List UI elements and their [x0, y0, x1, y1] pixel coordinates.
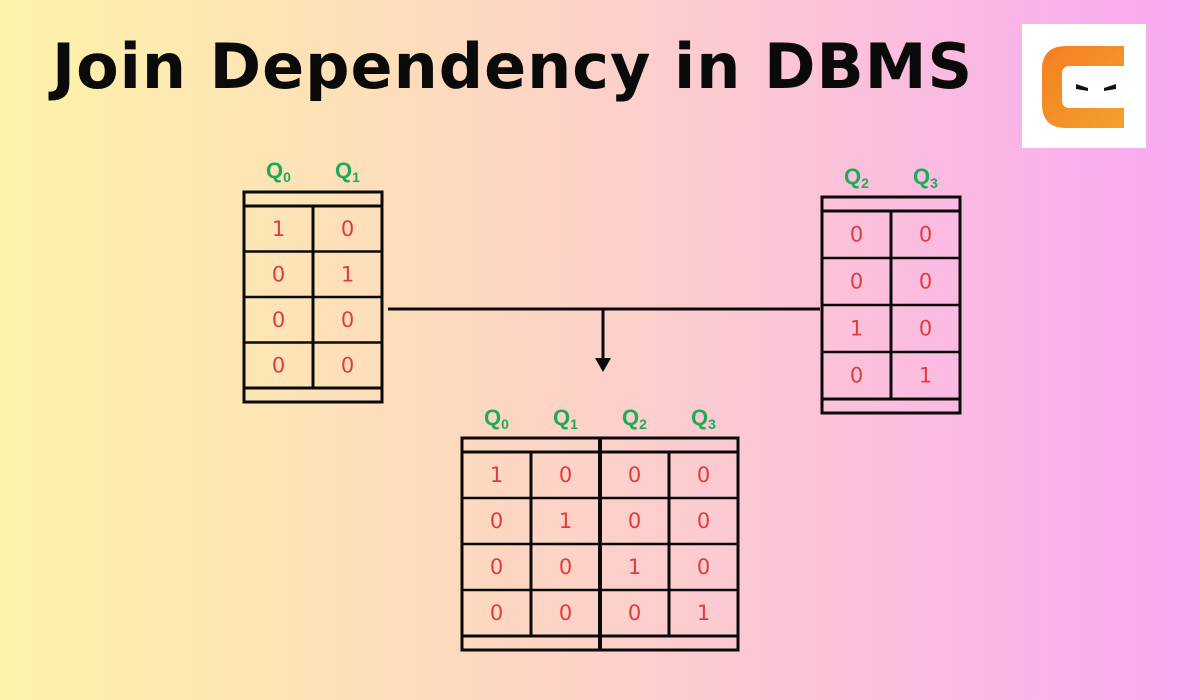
column-header: Q0 — [484, 405, 509, 432]
cell-value: 0 — [919, 317, 932, 341]
cell-value: 1 — [919, 364, 932, 388]
cell-value: 1 — [272, 217, 285, 241]
cell-value: 1 — [628, 555, 641, 579]
join-connector — [388, 307, 820, 372]
cell-value: 0 — [628, 509, 641, 533]
table-joined: Q0 Q1 Q2 Q3 1 0 0 0 0 1 0 0 0 0 1 0 0 0 0 1 — [460, 405, 740, 652]
cell-value: 0 — [341, 308, 354, 332]
table-left: Q0 Q1 1 0 0 1 0 0 0 0 — [242, 158, 384, 404]
cell-value: 1 — [490, 463, 503, 487]
table-right: Q2 Q3 0 0 0 0 1 0 0 1 — [820, 164, 962, 415]
cell-value: 0 — [341, 353, 354, 377]
column-header: Q0 — [266, 158, 291, 185]
cell-value: 0 — [697, 555, 710, 579]
cell-value: 1 — [559, 509, 572, 533]
cell-value: 0 — [850, 270, 863, 294]
logo — [1022, 24, 1146, 148]
cell-value: 1 — [697, 601, 710, 625]
cell-value: 0 — [272, 353, 285, 377]
cell-value: 0 — [697, 463, 710, 487]
cell-value: 0 — [628, 463, 641, 487]
column-header: Q1 — [553, 405, 578, 432]
cell-value: 0 — [272, 262, 285, 286]
cell-value: 0 — [628, 601, 641, 625]
cell-value: 0 — [559, 463, 572, 487]
cell-value: 0 — [919, 223, 932, 247]
column-header: Q3 — [691, 405, 716, 432]
cell-value: 1 — [341, 262, 354, 286]
column-header: Q2 — [844, 164, 869, 191]
cell-value: 0 — [490, 601, 503, 625]
column-header: Q2 — [622, 405, 647, 432]
cell-value: 1 — [850, 317, 863, 341]
cell-value: 0 — [490, 509, 503, 533]
page-title: Join Dependency in DBMS — [52, 30, 974, 103]
cell-value: 0 — [490, 555, 503, 579]
cell-value: 0 — [697, 509, 710, 533]
column-header: Q1 — [335, 158, 360, 185]
cell-value: 0 — [341, 217, 354, 241]
cell-value: 0 — [559, 555, 572, 579]
cell-value: 0 — [559, 601, 572, 625]
cell-value: 0 — [272, 308, 285, 332]
column-header: Q3 — [913, 164, 938, 191]
cell-value: 0 — [850, 223, 863, 247]
arrow-down-icon — [595, 358, 611, 372]
cell-value: 0 — [850, 364, 863, 388]
coding-ninjas-logo-icon — [1042, 46, 1124, 128]
cell-value: 0 — [919, 270, 932, 294]
